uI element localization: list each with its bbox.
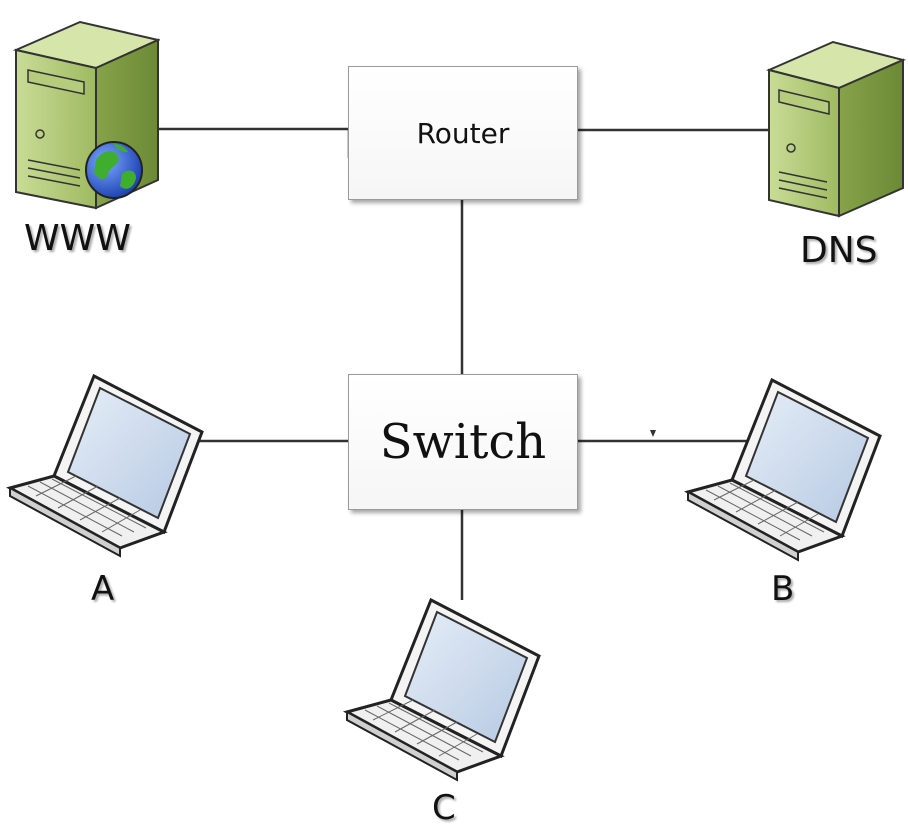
host-a-label: A (91, 569, 115, 609)
host-b-label: B (771, 569, 795, 609)
small-mark (650, 430, 656, 437)
globe-icon (85, 141, 143, 199)
dns-label: DNS (800, 230, 878, 271)
switch-node: Switch (348, 374, 578, 510)
laptop-icon (684, 377, 882, 562)
router-label: Router (416, 116, 510, 150)
router-node: Router (348, 66, 578, 200)
host-c-label: C (432, 788, 456, 827)
switch-label: Switch (379, 414, 547, 470)
server-icon (765, 40, 907, 218)
www-label: WWW (24, 218, 131, 259)
server-with-globe-icon (12, 20, 160, 210)
laptop-icon (343, 597, 541, 782)
laptop-icon (6, 373, 204, 558)
